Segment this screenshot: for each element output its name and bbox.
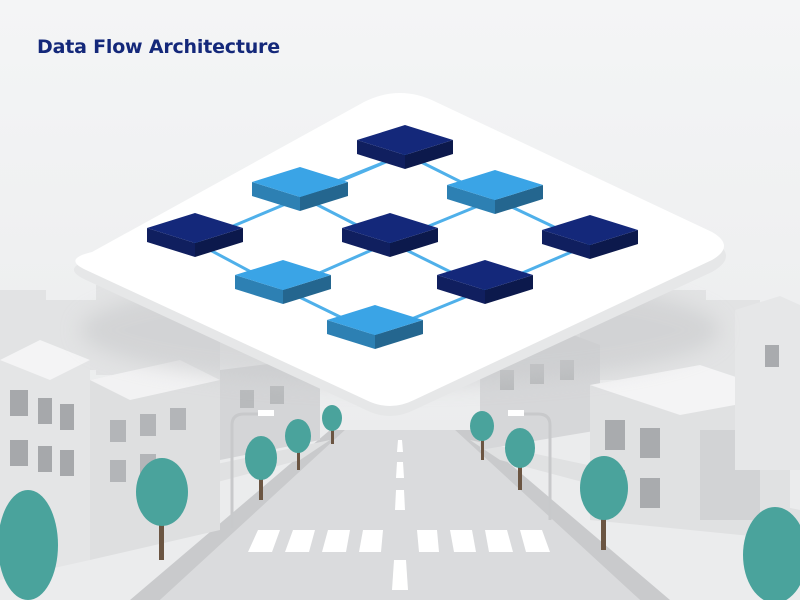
page-title: Data Flow Architecture	[37, 36, 280, 58]
network-nodes	[147, 125, 638, 349]
node-n1	[357, 125, 453, 169]
street-lamp-right	[508, 410, 552, 520]
node-n4	[147, 213, 243, 257]
street-lamp-left	[230, 410, 274, 528]
node-n7	[235, 260, 331, 304]
node-n6	[542, 215, 638, 259]
node-n5	[342, 213, 438, 257]
node-n8	[437, 260, 533, 304]
crosswalk	[248, 530, 550, 552]
node-n2	[252, 167, 348, 211]
trees	[0, 405, 800, 600]
node-n3	[447, 170, 543, 214]
node-n9	[327, 305, 423, 349]
road-center-line	[392, 440, 408, 590]
building-right-edge	[735, 296, 800, 470]
